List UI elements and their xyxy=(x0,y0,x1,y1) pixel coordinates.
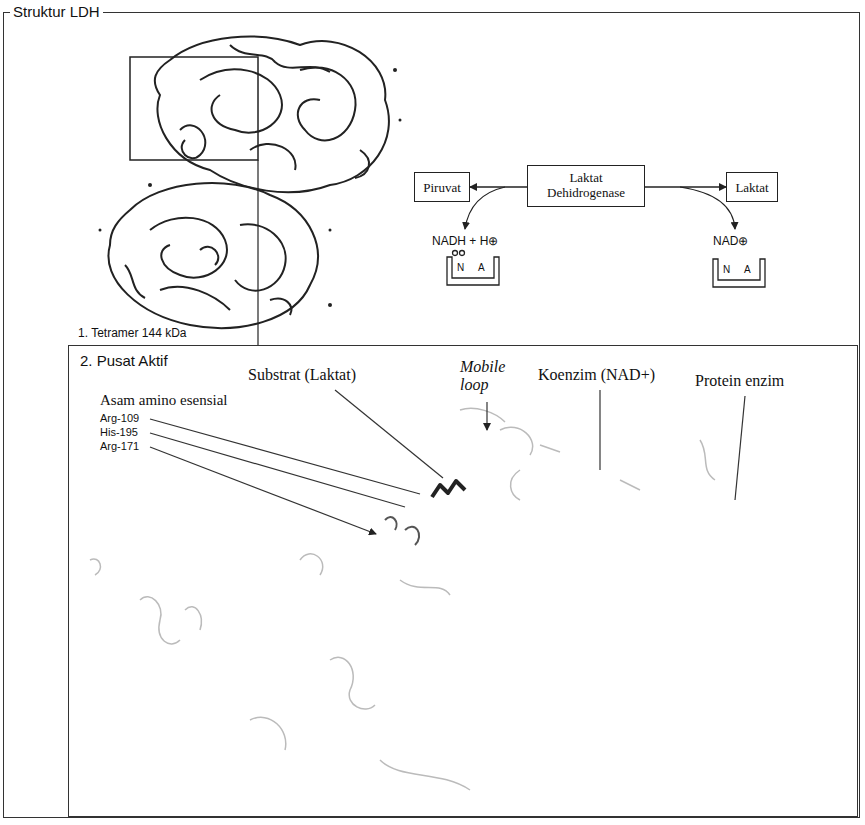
protein-contour xyxy=(125,265,145,298)
annotation-label: N xyxy=(723,264,730,276)
process-box: Piruvat xyxy=(414,172,470,202)
annotation-label: A xyxy=(744,264,751,276)
enzyme-backbone xyxy=(90,408,715,790)
backbone-trace xyxy=(140,597,180,644)
backbone-trace xyxy=(511,470,520,500)
residue-trace xyxy=(385,517,397,530)
protein-contour xyxy=(150,218,227,278)
protein-contour xyxy=(250,144,296,170)
annotation-label: 1. Tetramer 144 kDa xyxy=(78,327,187,341)
backbone-trace xyxy=(90,559,100,575)
protein-contour xyxy=(200,69,282,132)
annotation-label: Mobile loop xyxy=(460,358,518,395)
backbone-trace xyxy=(540,445,560,452)
protein-contour xyxy=(160,287,230,310)
protein-contour xyxy=(108,183,317,328)
annotation-label: Koenzim (NAD+) xyxy=(538,366,655,384)
annotation-label: Arg-109 xyxy=(100,412,139,425)
protein-contour xyxy=(298,67,356,140)
annotation-label: Asam amino esensial xyxy=(100,392,227,409)
box-label: Piruvat xyxy=(423,181,461,196)
hydride-mark xyxy=(453,251,458,256)
leader-line xyxy=(486,402,487,430)
leader-line xyxy=(150,419,420,494)
protein-contour xyxy=(355,150,369,178)
protein-dot xyxy=(399,119,402,122)
protein-contour xyxy=(230,45,330,72)
protein-dot xyxy=(329,229,332,232)
residue-trace xyxy=(405,527,419,545)
protein-structure xyxy=(108,37,388,328)
backbone-trace xyxy=(620,480,640,490)
curved-arrow xyxy=(465,187,505,229)
box-label: Laktat xyxy=(735,181,768,196)
backbone-trace xyxy=(250,717,286,750)
panel-title: 2. Pusat Aktif xyxy=(77,352,171,370)
zoom-frame xyxy=(130,57,258,160)
protein-contour xyxy=(270,299,291,315)
backbone-trace xyxy=(700,440,715,480)
flow-arrow xyxy=(645,186,726,187)
leader-line xyxy=(599,390,600,470)
protein-dot xyxy=(148,183,152,187)
backbone-trace xyxy=(380,760,470,790)
protein-contour xyxy=(235,224,286,290)
annotation-label: Substrat (Laktat) xyxy=(248,366,356,384)
protein-dot xyxy=(99,229,102,232)
flow-arrow xyxy=(470,186,527,187)
annotation-label: N xyxy=(457,262,464,274)
active-site-residues xyxy=(385,517,419,545)
annotation-label: Arg-171 xyxy=(100,440,139,453)
hydride-mark xyxy=(460,251,465,256)
protein-contour xyxy=(180,125,205,158)
zoom-line xyxy=(257,160,258,345)
protein-contour xyxy=(200,247,218,265)
process-box: Laktat xyxy=(726,172,778,202)
coenzyme-icon xyxy=(713,259,765,287)
leader-line xyxy=(335,390,443,478)
annotation-label: Protein enzim xyxy=(695,372,784,390)
protein-dots xyxy=(99,68,402,307)
box-label: Laktat Dehidrogenase xyxy=(536,171,636,201)
backbone-trace xyxy=(185,607,201,630)
backbone-trace xyxy=(330,657,375,709)
coenzyme-icon xyxy=(447,257,499,285)
backbone-trace xyxy=(300,554,323,575)
leader-line xyxy=(735,396,745,500)
panel-frame: 2. Pusat Aktif xyxy=(68,345,858,817)
protein-dot xyxy=(328,303,332,307)
protein-dot xyxy=(393,68,397,72)
leader-line xyxy=(150,447,376,534)
annotation-label: NADH + H⊕ xyxy=(432,235,498,249)
backbone-trace xyxy=(400,580,450,595)
process-box: Laktat Dehidrogenase xyxy=(527,165,645,207)
backbone-trace xyxy=(500,427,533,455)
protein-contour xyxy=(155,37,389,193)
panel-title: Struktur LDH xyxy=(10,3,103,21)
leader-lines xyxy=(150,390,745,534)
substrate-molecule xyxy=(432,481,465,497)
backbone-trace xyxy=(460,408,505,422)
annotation-label: NAD⊕ xyxy=(713,235,748,249)
coenzyme-icons xyxy=(447,251,765,288)
annotation-label: A xyxy=(478,262,485,274)
annotation-label: His-195 xyxy=(100,426,138,439)
